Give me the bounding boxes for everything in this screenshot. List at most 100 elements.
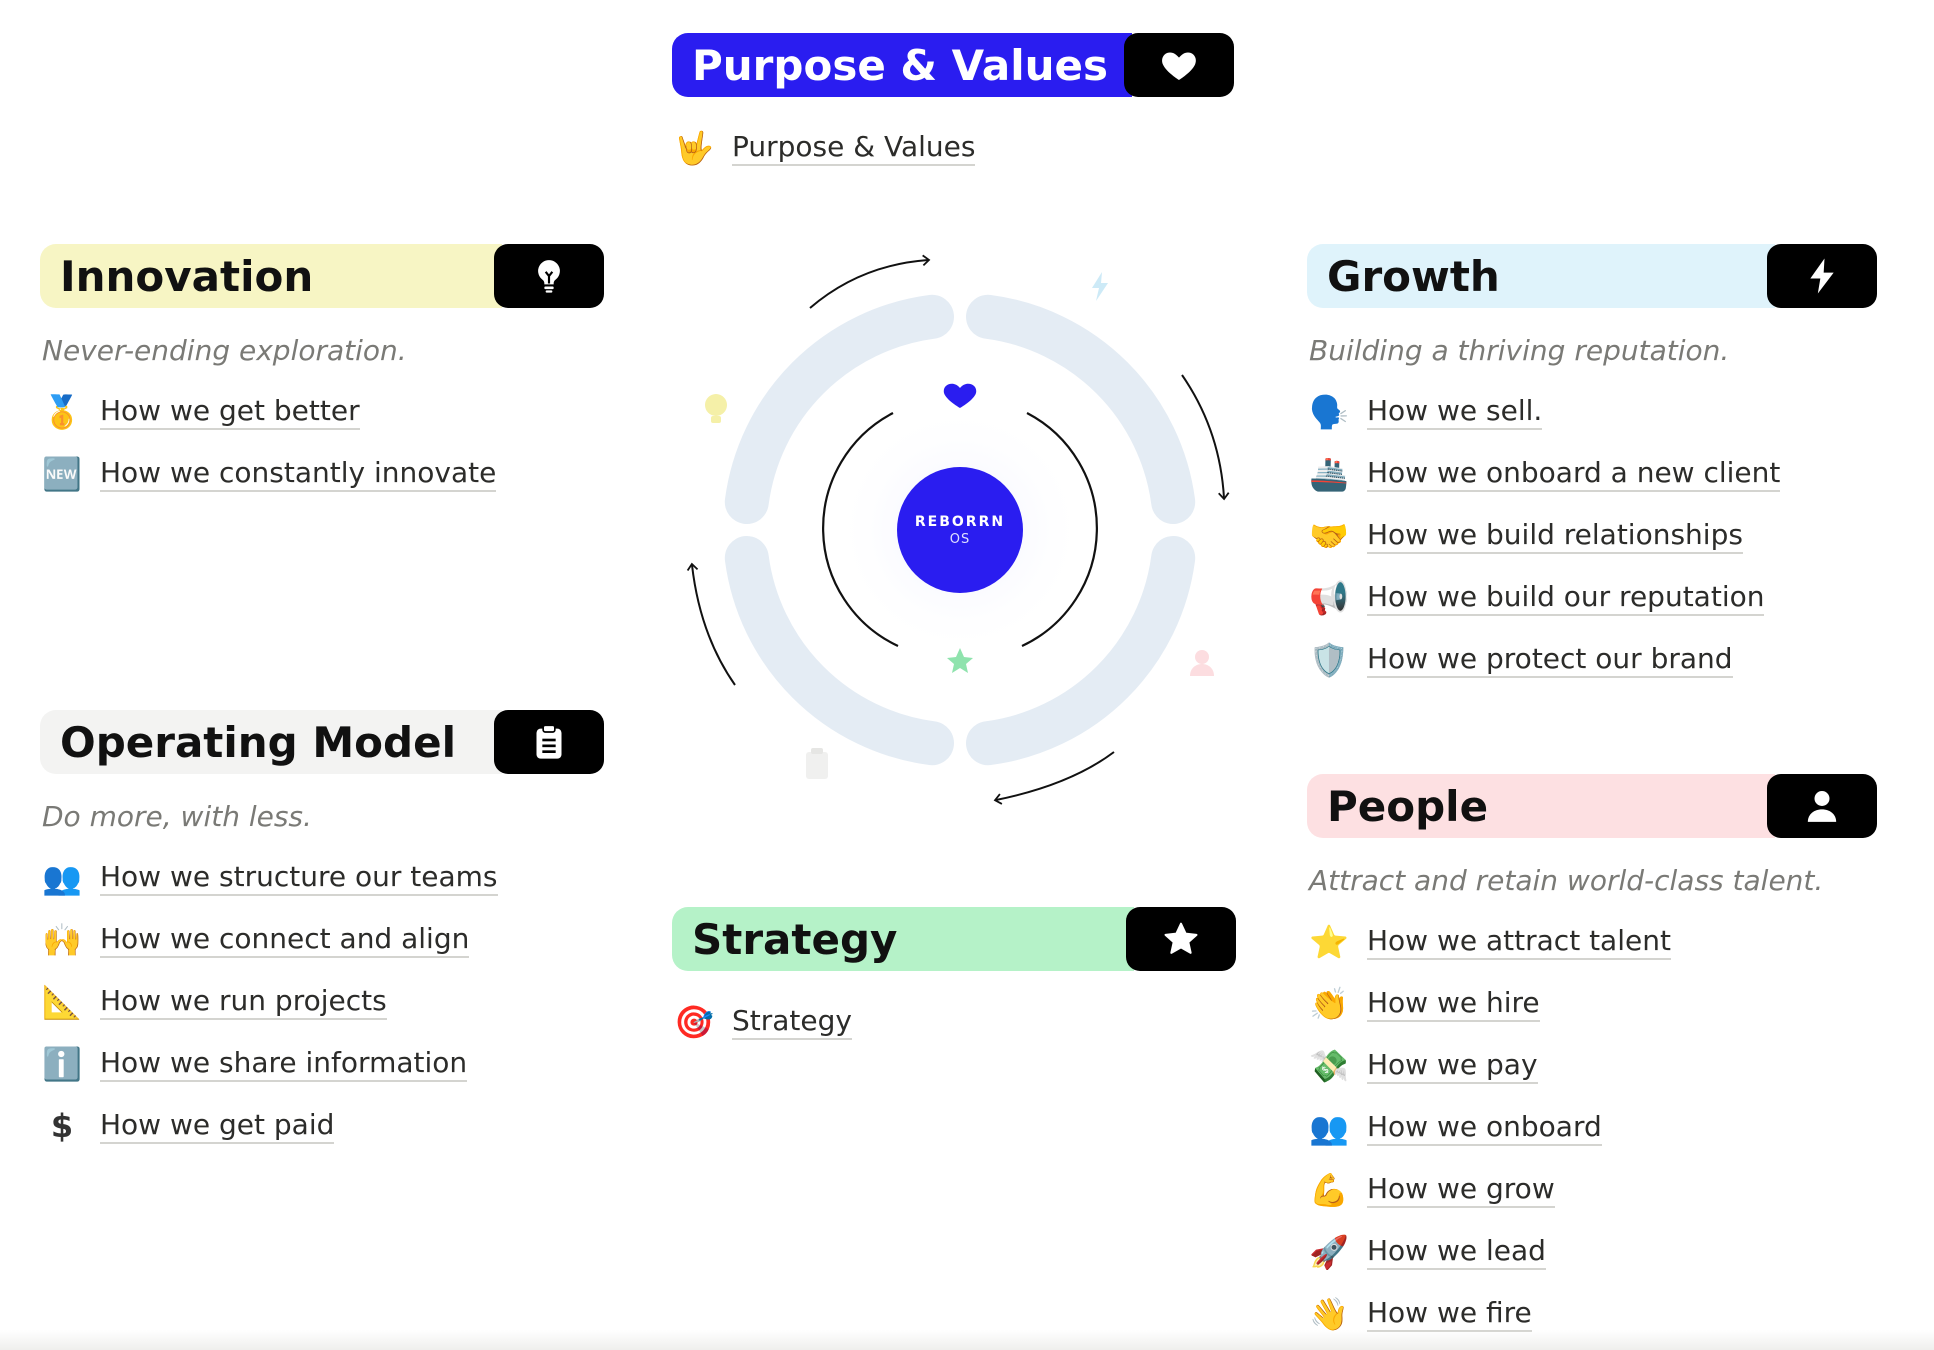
link-label[interactable]: How we attract talent [1367,924,1671,960]
section-growth: Growth Building a thriving reputation. 🗣… [1307,244,1877,691]
list-item[interactable]: ⭐ How we attract talent [1307,911,1877,973]
link-label[interactable]: How we grow [1367,1172,1555,1208]
link-label[interactable]: How we protect our brand [1367,642,1733,678]
new-badge-icon: 🆕 [42,455,82,493]
link-label[interactable]: How we get paid [100,1108,335,1144]
list-item[interactable]: 🥇 How we get better [40,381,604,443]
strategy-header: Strategy [672,907,1236,971]
growth-title: Growth [1307,244,1775,308]
link-label[interactable]: Purpose & Values [732,130,976,166]
list-item[interactable]: 🎯 Strategy [672,991,1236,1053]
info-icon: ℹ️ [42,1045,82,1083]
rocket-icon: 🚀 [1309,1233,1349,1271]
link-label[interactable]: How we structure our teams [100,860,498,896]
list-item[interactable]: 🚀 How we lead [1307,1221,1877,1283]
ship-icon: 🚢 [1309,455,1349,493]
rock-hand-icon: 🤟 [674,129,714,167]
link-label[interactable]: How we sell. [1367,394,1543,430]
raised-hands-icon: 🙌 [42,921,82,959]
link-label[interactable]: How we onboard a new client [1367,456,1781,492]
clapping-hands-icon: 👏 [1309,985,1349,1023]
list-item[interactable]: 🤟 Purpose & Values [672,117,1234,179]
innovation-title: Innovation [40,244,502,308]
section-people: People Attract and retain world-class ta… [1307,774,1877,1345]
medal-icon: 🥇 [42,393,82,431]
triangle-ruler-icon: 📐 [42,983,82,1021]
link-label[interactable]: Strategy [732,1004,852,1040]
waving-hand-icon: 👋 [1309,1295,1349,1333]
link-label[interactable]: How we fire [1367,1296,1532,1332]
heart-icon [1124,33,1234,97]
list-item[interactable]: $ How we get paid [40,1095,604,1157]
link-label[interactable]: How we run projects [100,984,387,1020]
heart-icon [943,383,977,408]
list-item[interactable]: 👥 How we structure our teams [40,847,604,909]
list-item[interactable]: 🚢 How we onboard a new client [1307,443,1877,505]
growth-links: 🗣️ How we sell. 🚢 How we onboard a new c… [1307,381,1877,691]
core-circle [897,467,1023,593]
link-label[interactable]: How we lead [1367,1234,1546,1270]
arrow-bottom [993,751,1115,805]
innovation-links: 🥇 How we get better 🆕 How we constantly … [40,381,604,505]
link-label[interactable]: How we get better [100,394,360,430]
purpose-links: 🤟 Purpose & Values [672,117,1234,179]
flexed-bicep-icon: 💪 [1309,1171,1349,1209]
person-icon [1190,650,1214,676]
link-label[interactable]: How we hire [1367,986,1540,1022]
operating-model-header: Operating Model [40,710,604,774]
list-item[interactable]: 📐 How we run projects [40,971,604,1033]
handshake-icon: 🤝 [1309,517,1349,555]
ring-segment-top-right [966,294,1196,524]
link-label[interactable]: How we onboard [1367,1110,1602,1146]
star-icon [1126,907,1236,971]
lightbulb-icon [494,244,604,308]
list-item[interactable]: 🆕 How we constantly innovate [40,443,604,505]
ring-segment-bottom-left [724,536,954,766]
list-item[interactable]: 💪 How we grow [1307,1159,1877,1221]
strategy-title: Strategy [672,907,1134,971]
list-item[interactable]: 💸 How we pay [1307,1035,1877,1097]
people-title: People [1307,774,1775,838]
list-item[interactable]: 👏 How we hire [1307,973,1877,1035]
growth-tagline: Building a thriving reputation. [1309,334,1730,367]
growth-header: Growth [1307,244,1877,308]
inner-arc-right [1021,412,1098,647]
cycle-svg [686,254,1230,805]
people-icon: 👥 [1309,1109,1349,1147]
arrow-right [1181,374,1230,501]
innovation-header: Innovation [40,244,604,308]
link-label[interactable]: How we constantly innovate [100,456,497,492]
ring-segment-bottom-right [966,536,1196,766]
ring-segment-top-left [724,294,954,524]
inner-arc-left [822,412,899,647]
section-operating-model: Operating Model Do more, with less. 👥 Ho… [40,710,604,1157]
megaphone-icon: 📢 [1309,579,1349,617]
operating-model-tagline: Do more, with less. [42,800,312,833]
speaking-head-icon: 🗣️ [1309,393,1349,431]
lightning-icon [1767,244,1877,308]
section-purpose: Purpose & Values 🤟 Purpose & Values [672,33,1234,179]
link-label[interactable]: How we connect and align [100,922,470,958]
link-label[interactable]: How we pay [1367,1048,1538,1084]
list-item[interactable]: 🛡️ How we protect our brand [1307,629,1877,691]
people-header: People [1307,774,1877,838]
list-item[interactable]: 👥 How we onboard [1307,1097,1877,1159]
star-icon [947,648,973,673]
operating-model-links: 👥 How we structure our teams 🙌 How we co… [40,847,604,1157]
operating-model-title: Operating Model [40,710,502,774]
list-item[interactable]: 📢 How we build our reputation [1307,567,1877,629]
shield-icon: 🛡️ [1309,641,1349,679]
people-icon: 👥 [42,859,82,897]
innovation-tagline: Never-ending exploration. [42,334,407,367]
link-label[interactable]: How we share information [100,1046,468,1082]
link-label[interactable]: How we build relationships [1367,518,1743,554]
lightbulb-icon [705,394,727,423]
list-item[interactable]: 🤝 How we build relationships [1307,505,1877,567]
purpose-title: Purpose & Values [672,33,1132,97]
list-item[interactable]: 🙌 How we connect and align [40,909,604,971]
inner-ring [822,412,1098,647]
list-item[interactable]: 🗣️ How we sell. [1307,381,1877,443]
people-tagline: Attract and retain world-class talent. [1309,864,1824,897]
list-item[interactable]: ℹ️ How we share information [40,1033,604,1095]
link-label[interactable]: How we build our reputation [1367,580,1765,616]
